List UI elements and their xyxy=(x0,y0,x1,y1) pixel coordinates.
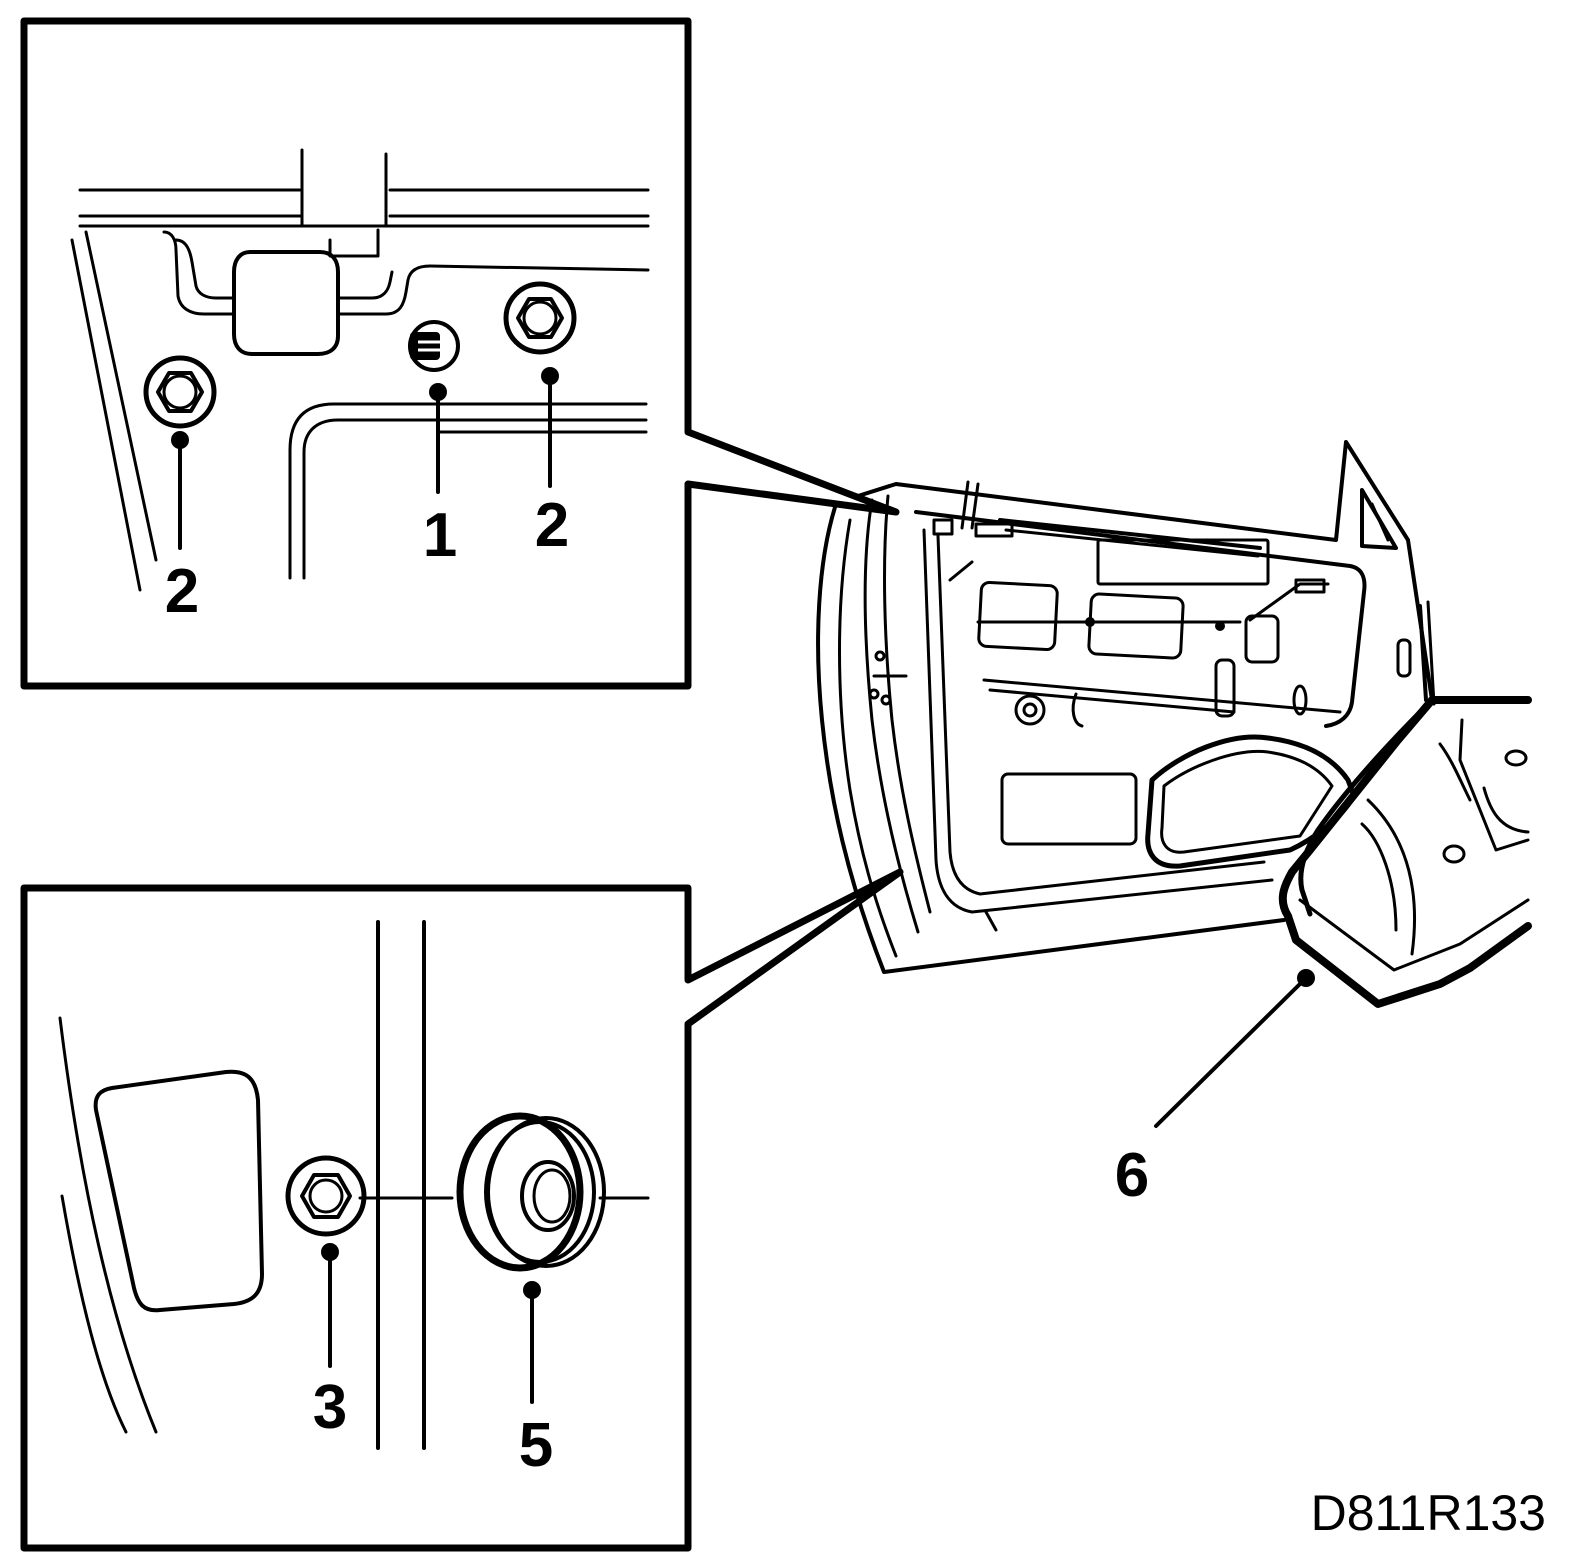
retaining-clip-body xyxy=(232,250,340,356)
bottom-detail-inset: 3 5 xyxy=(20,868,904,1552)
door-inner-frame xyxy=(914,510,1367,728)
top-inset-frame xyxy=(20,17,900,690)
callout-2-left: 2 xyxy=(165,557,199,626)
callout-1: 1 xyxy=(423,501,457,570)
callout-5: 5 xyxy=(519,1411,553,1480)
access-hole-plate xyxy=(93,1069,264,1313)
bottom-inset-frame xyxy=(20,868,904,1552)
callout-3: 3 xyxy=(313,1373,347,1442)
door-outer-shell xyxy=(856,440,1530,702)
door-assembly: 6 xyxy=(816,440,1532,1210)
document-code: D811R133 xyxy=(1311,1485,1546,1541)
rubber-grommet xyxy=(456,1112,606,1272)
plastic-clip xyxy=(408,320,460,372)
top-detail-inset: 2 1 2 xyxy=(20,17,900,690)
callout-2-right: 2 xyxy=(535,491,569,560)
trim-panel-outline xyxy=(1278,696,1532,1008)
clip-head xyxy=(410,332,440,360)
hex-nut-bottom xyxy=(285,1155,367,1237)
callout-6: 6 xyxy=(1115,1141,1149,1210)
hex-nut-right xyxy=(503,281,577,355)
hex-nut-left xyxy=(143,355,217,429)
armrest-pocket xyxy=(1145,734,1357,869)
trim-panel-inner xyxy=(1298,697,1435,917)
